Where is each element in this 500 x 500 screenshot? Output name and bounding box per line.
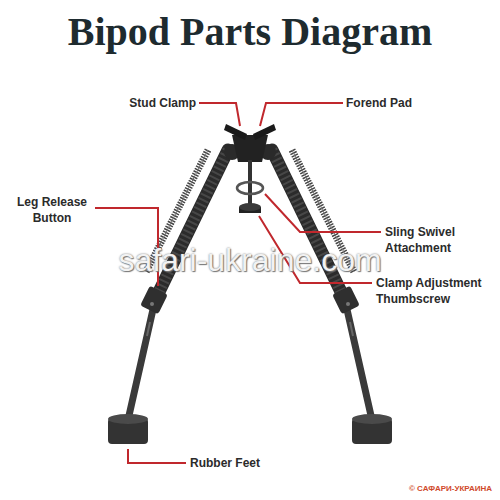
left-leg xyxy=(108,150,228,444)
forend-pad xyxy=(253,124,276,140)
right-leg xyxy=(272,150,392,444)
part-label: Stud Clamp xyxy=(86,95,196,111)
watermark: safari-ukraine.com xyxy=(0,242,500,279)
leader-lines xyxy=(95,103,381,463)
sling-swivel xyxy=(237,182,263,194)
lower-leg xyxy=(128,305,154,420)
part-label: Sling Swivel Attachment xyxy=(385,224,485,256)
part-label: Forend Pad xyxy=(346,95,456,111)
release-button xyxy=(346,302,350,306)
foot-top xyxy=(352,414,392,424)
leader-line xyxy=(260,103,343,126)
diagram-title: Bipod Parts Diagram xyxy=(0,10,500,54)
bipod-head xyxy=(224,124,276,213)
thumbscrew-top xyxy=(239,203,261,211)
lower-leg xyxy=(346,305,372,420)
leader-line xyxy=(199,103,240,126)
leader-line xyxy=(128,449,186,463)
leg-collar xyxy=(140,286,168,315)
leg-notch xyxy=(350,322,353,336)
copyright-note: © САФАРИ-УКРАИНА xyxy=(330,484,492,493)
foot-top xyxy=(108,414,148,424)
part-label: Leg Release Button xyxy=(12,194,92,226)
part-label: Rubber Feet xyxy=(190,455,300,471)
clamp-body xyxy=(232,135,268,162)
leader-line xyxy=(265,194,381,232)
part-label: Clamp Adjustment Thumbscrew xyxy=(376,275,494,307)
stud-clamp xyxy=(224,124,247,140)
leg-notch xyxy=(147,322,150,336)
leg-collar xyxy=(332,286,360,315)
release-button xyxy=(150,302,154,306)
